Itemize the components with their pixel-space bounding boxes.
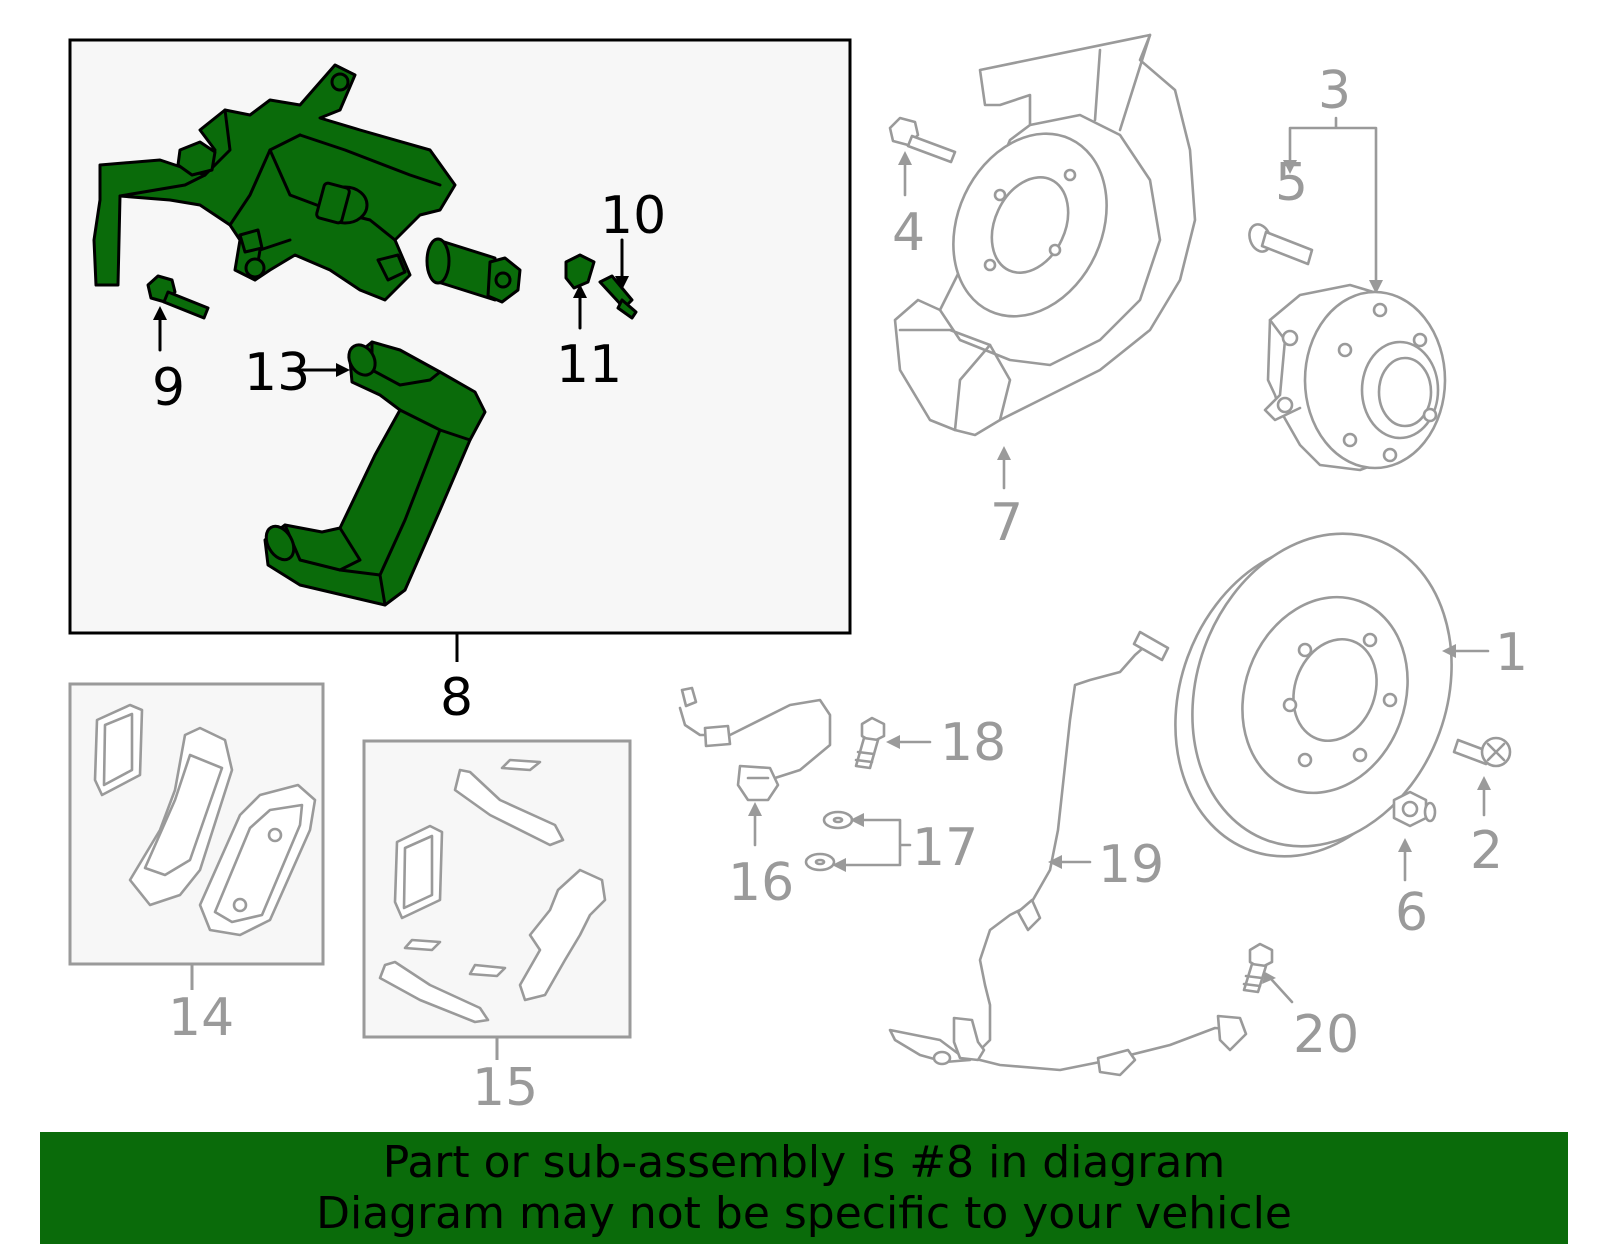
brake-caliper-body[interactable] bbox=[92, 63, 457, 302]
caliper-piston[interactable] bbox=[425, 237, 522, 304]
bleeder-screw-10[interactable] bbox=[598, 238, 638, 320]
callout-4: 4 bbox=[892, 203, 925, 263]
callout-14: 14 bbox=[168, 988, 234, 1048]
wheel-hub-3[interactable] bbox=[1263, 283, 1447, 472]
brake-rotor-1[interactable] bbox=[1133, 497, 1494, 893]
callout-7: 7 bbox=[990, 493, 1023, 553]
bolt-18[interactable] bbox=[854, 716, 932, 770]
assembly-8-box bbox=[68, 38, 852, 635]
callout-3: 3 bbox=[1318, 61, 1351, 121]
hub-nut-6[interactable] bbox=[1392, 790, 1437, 882]
brake-pads-14[interactable] bbox=[93, 703, 317, 937]
callout-3-bracket bbox=[1288, 116, 1378, 287]
callout-13: 13 bbox=[244, 343, 310, 403]
callout-8: 8 bbox=[440, 668, 473, 728]
callout-11: 11 bbox=[556, 335, 622, 395]
bleeder-cap-11[interactable] bbox=[564, 253, 596, 330]
banner-line-2: Diagram may not be specific to your vehi… bbox=[316, 1188, 1292, 1239]
guide-pin-bolt-9[interactable] bbox=[146, 274, 210, 352]
callout-5: 5 bbox=[1275, 153, 1308, 213]
callout-1: 1 bbox=[1495, 623, 1528, 683]
rotor-screw-2[interactable] bbox=[1452, 736, 1512, 817]
callout-9: 9 bbox=[152, 358, 185, 418]
abs-sensor-19[interactable] bbox=[888, 630, 1248, 1077]
callout-2: 2 bbox=[1470, 821, 1503, 881]
washers-17[interactable] bbox=[804, 810, 912, 872]
banner-line-1: Part or sub-assembly is #8 in diagram bbox=[382, 1137, 1226, 1188]
callout-6: 6 bbox=[1395, 883, 1428, 943]
wheel-stud-5[interactable] bbox=[1246, 221, 1314, 266]
brake-hose-16[interactable] bbox=[678, 686, 832, 847]
caliper-bracket-13[interactable] bbox=[261, 340, 487, 607]
callout-18: 18 bbox=[940, 713, 1006, 773]
info-banner: Part or sub-assembly is #8 in diagram Di… bbox=[40, 1132, 1568, 1244]
bolt-4[interactable] bbox=[888, 116, 957, 197]
bolt-20[interactable] bbox=[1242, 942, 1294, 1004]
callout-19: 19 bbox=[1098, 835, 1164, 895]
hardware-kit-15[interactable] bbox=[378, 758, 607, 1024]
callout-20: 20 bbox=[1293, 1005, 1359, 1065]
callout-16: 16 bbox=[728, 853, 794, 913]
callout-15: 15 bbox=[472, 1058, 538, 1118]
callout-17: 17 bbox=[912, 818, 978, 878]
callout-10: 10 bbox=[600, 186, 666, 246]
dust-shield-7[interactable] bbox=[893, 33, 1197, 490]
